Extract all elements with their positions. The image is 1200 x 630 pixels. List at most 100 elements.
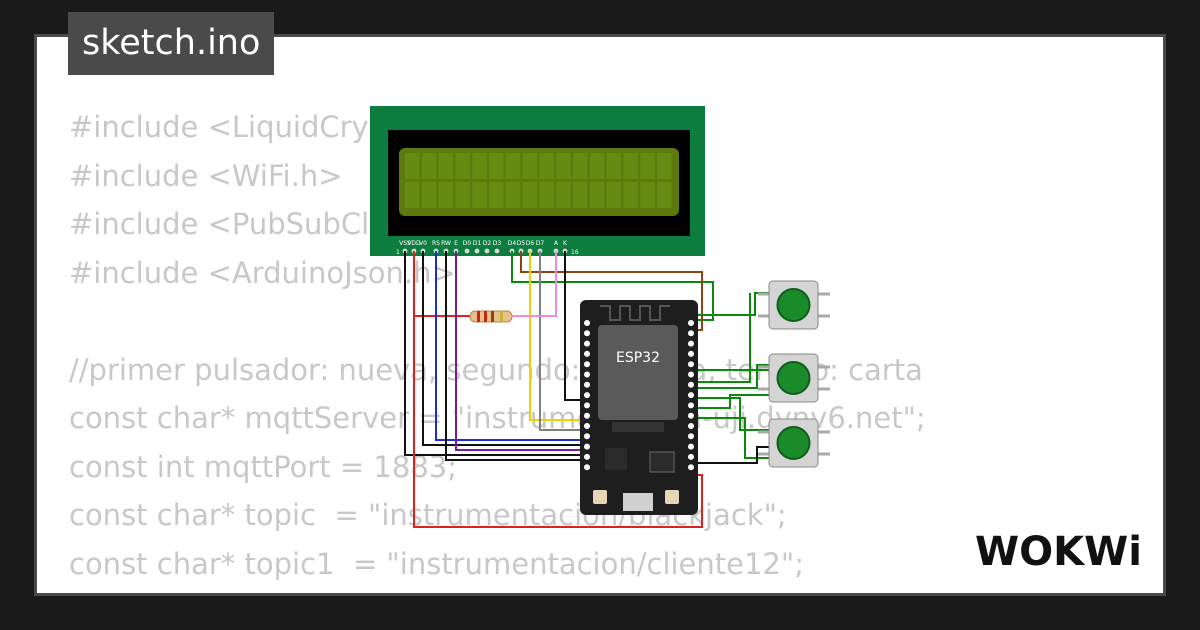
lcd-pin-label: D6	[526, 240, 535, 247]
lcd-char-cell	[438, 182, 454, 208]
wire-d7	[539, 251, 583, 431]
lcd-pin-label: D2	[483, 240, 492, 247]
wire-v0	[422, 251, 583, 446]
esp32-pin[interactable]	[584, 453, 590, 460]
esp32-pin[interactable]	[688, 412, 694, 419]
lcd-char-cell	[522, 182, 538, 208]
wire-button-3	[692, 364, 773, 389]
button-cap	[776, 361, 811, 395]
button-leg	[818, 292, 830, 296]
lcd-char-cell	[589, 182, 605, 208]
button-leg	[758, 387, 770, 391]
resistor-band	[477, 311, 480, 322]
lcd-pin-label: D4	[508, 240, 517, 247]
button-leg	[818, 314, 830, 318]
esp32-board[interactable]: ESP32	[580, 300, 698, 515]
lcd-pin[interactable]	[474, 248, 480, 254]
esp32-pin[interactable]	[688, 423, 694, 429]
lcd-pin[interactable]	[494, 248, 500, 254]
wokwi-logo-text: WOKWi	[975, 529, 1142, 575]
esp32-pin[interactable]	[584, 443, 590, 450]
code-preview: #include <LiquidCrystal.h>#include <WiFi…	[69, 103, 1163, 593]
lcd-pin-label: D5	[517, 240, 526, 247]
lcd-char-cell	[539, 153, 554, 179]
esp32-pin[interactable]	[688, 381, 694, 388]
esp32-pin[interactable]	[584, 340, 590, 347]
esp32-pin[interactable]	[584, 361, 590, 368]
wire-button-5	[692, 394, 773, 409]
push-button[interactable]	[758, 418, 830, 468]
esp32-pin[interactable]	[688, 392, 694, 399]
lcd-char-cell	[438, 153, 454, 179]
lcd-char-cell	[472, 153, 487, 179]
esp32-pin[interactable]	[584, 330, 590, 337]
esp32-pin[interactable]	[688, 433, 694, 440]
esp32-pin[interactable]	[584, 423, 590, 429]
lcd-pin-last: 16	[571, 249, 579, 256]
lcd-char-cell	[657, 182, 672, 208]
lcd-char-cell	[472, 182, 487, 208]
esp32-pin[interactable]	[584, 350, 590, 357]
lcd-char-cell	[640, 182, 655, 208]
lcd-char-cell	[522, 153, 538, 179]
resistor[interactable]	[469, 310, 513, 323]
code-line: const char* topic1 = "instrumentacion/cl…	[69, 546, 804, 581]
wire-cathode	[564, 251, 583, 401]
lcd-pin[interactable]	[464, 248, 470, 254]
lcd-char-cell	[505, 182, 521, 208]
esp32-pin-headers	[584, 320, 694, 471]
button-leg	[818, 430, 830, 434]
lcd-char-cell	[606, 182, 622, 208]
button-leg	[818, 365, 830, 369]
lcd-char-cell	[539, 182, 554, 208]
antenna-trace	[600, 305, 670, 321]
push-button[interactable]	[758, 280, 830, 330]
esp32-label: ESP32	[616, 350, 660, 366]
lcd-char-cell	[640, 153, 655, 179]
lcd-char-cell	[657, 153, 672, 179]
code-line: #include <WiFi.h>	[69, 158, 343, 193]
reset-button[interactable]	[665, 490, 679, 504]
push-button[interactable]	[758, 353, 830, 403]
esp32-pin[interactable]	[584, 402, 590, 409]
lcd-pin-label: V0	[419, 240, 427, 247]
esp32-pin[interactable]	[584, 464, 590, 471]
boot-button[interactable]	[593, 490, 607, 504]
wire-button-gnd	[692, 446, 773, 464]
wire-d5	[520, 251, 703, 331]
button-leg	[818, 452, 830, 456]
lcd-pin[interactable]	[484, 248, 490, 254]
esp32-pin[interactable]	[584, 392, 590, 399]
esp32-pin[interactable]	[688, 453, 694, 460]
wire-button-link	[692, 293, 751, 383]
button-leg	[758, 292, 770, 296]
lcd-char-cell	[405, 153, 420, 179]
esp32-pin[interactable]	[688, 371, 694, 378]
esp32-pin[interactable]	[688, 443, 694, 450]
esp32-pin[interactable]	[584, 371, 590, 378]
esp32-pin[interactable]	[688, 320, 694, 326]
esp32-pin[interactable]	[688, 402, 694, 409]
code-line: const int mqttPort = 1883;	[69, 449, 457, 484]
wire-anode	[510, 251, 557, 317]
esp32-pin[interactable]	[584, 320, 590, 326]
esp32-pin[interactable]	[688, 361, 694, 368]
lcd-char-cell	[573, 182, 588, 208]
lcd-char-cell	[606, 153, 622, 179]
button-leg	[818, 387, 830, 391]
esp32-pin[interactable]	[688, 464, 694, 471]
esp32-pin[interactable]	[584, 412, 590, 419]
voltage-regulator	[605, 448, 627, 470]
esp32-pin[interactable]	[584, 381, 590, 388]
file-tab[interactable]: sketch.ino	[68, 12, 275, 75]
lcd-pin-label: D0	[463, 240, 472, 247]
resistor-band	[500, 311, 503, 322]
esp32-pin[interactable]	[688, 340, 694, 347]
esp32-pin[interactable]	[688, 330, 694, 337]
wire-rw	[445, 251, 583, 461]
push-buttons	[758, 280, 830, 468]
wire-vdd-vin	[413, 251, 703, 528]
esp32-pin[interactable]	[584, 433, 590, 440]
esp32-pin[interactable]	[688, 350, 694, 357]
